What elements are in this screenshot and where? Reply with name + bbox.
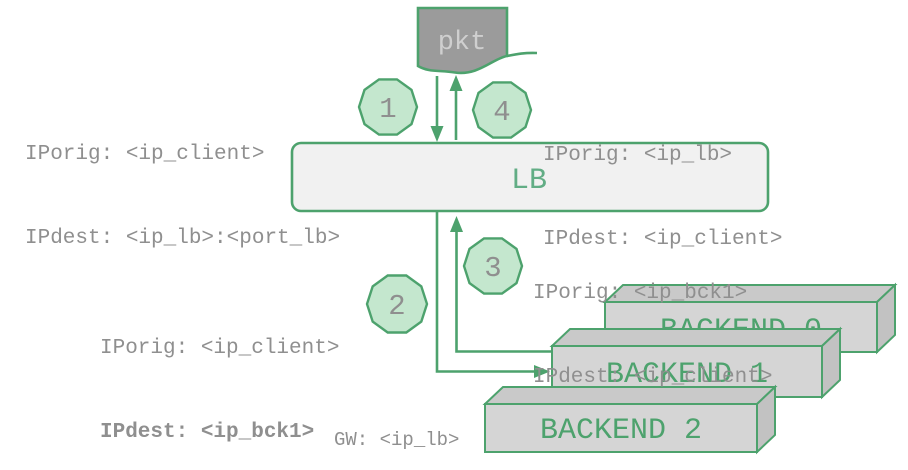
- backend-front-face: [484, 403, 758, 453]
- lb-label: LB: [511, 164, 547, 198]
- arrowhead-right-icon: [534, 365, 550, 378]
- arrow-lb-to-client: [449, 75, 463, 140]
- arrow-backend1-to-lb: [450, 216, 553, 353]
- step-badge-3: 3: [462, 237, 524, 295]
- label-lb-to-backend: IPorig: <ip_client> IPdest: <ip_bck1>: [100, 279, 339, 470]
- packet-shape: [416, 6, 509, 75]
- badge-decagon-icon: [471, 81, 533, 139]
- packet-label: pkt: [438, 28, 487, 58]
- arrowhead-up-icon: [449, 75, 463, 91]
- badge-decagon-icon: [357, 78, 419, 136]
- label-line: IPdest: <ip_client>: [533, 366, 773, 389]
- label-line: IPorig: <ip_bck1>: [533, 282, 748, 305]
- step-badge-2: 2: [365, 274, 429, 334]
- lb-box: [290, 141, 770, 213]
- arrow-client-to-lb: [430, 76, 444, 142]
- badge-decagon-icon: [365, 274, 429, 334]
- label-gateway: GW: <ip_lb>: [334, 429, 460, 451]
- label-client-to-lb: IPorig: <ip_client> IPdest: <ip_lb>:<por…: [25, 85, 340, 309]
- packet-shape-tail: [506, 51, 538, 58]
- backend-box-2: BACKEND 2: [482, 384, 778, 455]
- label-line-bold: IPdest: <ip_bck1>: [100, 421, 315, 444]
- label-backend-to-lb: IPorig: <ip_bck1> IPdest: <ip_client>: [533, 224, 772, 448]
- label-line: IPorig: <ip_lb>: [543, 144, 733, 167]
- label-lb-to-client: IPorig: <ip_lb> IPdest: <ip_client>: [543, 86, 782, 310]
- label-line: IPdest: <ip_lb>:<port_lb>: [25, 227, 341, 250]
- badge-number: 2: [388, 290, 405, 323]
- badge-decagon-icon: [462, 237, 524, 295]
- badge-number: 1: [379, 93, 396, 126]
- label-line: IPdest: <ip_client>: [543, 228, 783, 251]
- step-badge-1: 1: [357, 78, 419, 136]
- label-line: IPorig: <ip_client>: [25, 143, 265, 166]
- arrowhead-up-icon: [450, 216, 463, 232]
- arrowhead-down-icon: [430, 126, 444, 142]
- lb-node: LB: [290, 141, 770, 213]
- arrow-lb-to-backend1: [435, 212, 550, 378]
- backend-label: BACKEND 2: [540, 414, 702, 448]
- packet-node: pkt: [416, 6, 538, 75]
- label-line: IPorig: <ip_client>: [100, 337, 340, 360]
- step-badge-4: 4: [471, 81, 533, 139]
- badge-number: 4: [493, 96, 510, 129]
- badge-number: 3: [484, 252, 501, 285]
